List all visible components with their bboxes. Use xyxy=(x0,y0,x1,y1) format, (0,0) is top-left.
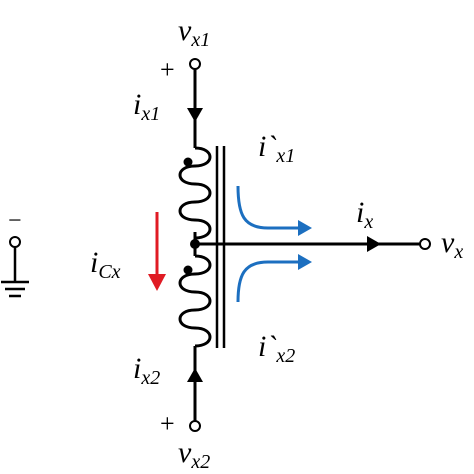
flux-arrowhead-lower xyxy=(298,254,312,270)
label-ix1: ix1 xyxy=(133,88,160,125)
label-plus-bottom: + xyxy=(160,409,175,438)
coil-upper xyxy=(178,146,212,240)
label-ipx1: i`x1 xyxy=(258,130,295,167)
label-minus: − xyxy=(8,208,22,234)
terminal-vx xyxy=(419,238,431,250)
label-icx: iCx xyxy=(90,246,121,283)
red-current-arrowhead xyxy=(148,274,166,291)
flux-curve-lower xyxy=(236,260,300,303)
label-vx: vx xyxy=(441,226,463,263)
arrow-ix xyxy=(367,236,381,252)
label-vx2: vx2 xyxy=(178,436,210,473)
coil-lower xyxy=(178,254,212,348)
label-ix: ix xyxy=(356,196,373,233)
label-plus-top: + xyxy=(160,55,175,84)
flux-curve-upper xyxy=(236,185,300,230)
label-ipx2: i`x2 xyxy=(258,330,295,367)
label-vx1: vx1 xyxy=(178,14,210,51)
ground-terminal xyxy=(9,236,21,248)
flux-arrowhead-upper xyxy=(298,220,312,236)
terminal-vx1 xyxy=(189,58,201,70)
arrow-ix2 xyxy=(187,368,203,382)
terminal-vx2 xyxy=(189,420,201,432)
dot-upper-coil xyxy=(183,157,193,167)
dot-lower-coil xyxy=(183,265,193,275)
label-ix2: ix2 xyxy=(133,352,160,389)
arrow-ix1 xyxy=(187,108,203,122)
